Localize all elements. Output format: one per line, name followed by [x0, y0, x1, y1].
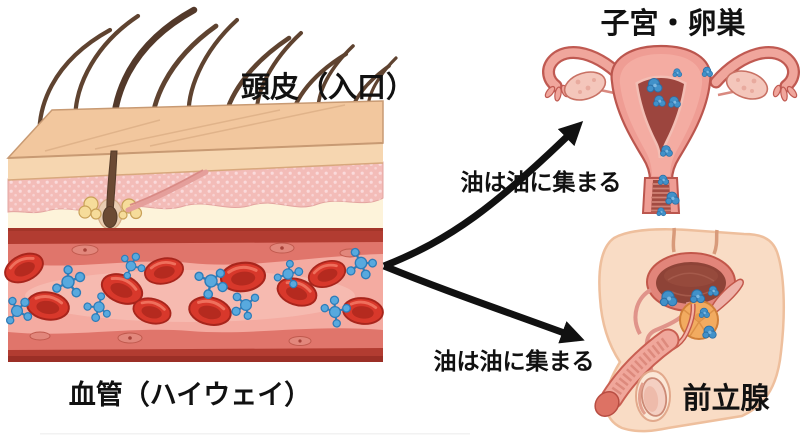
arrow-upper-label: 油は油に集まる	[461, 169, 622, 195]
fimbriae-right	[772, 84, 798, 102]
uterus-illustration	[542, 44, 800, 217]
vessel-outer-wall-bottom-edge	[8, 356, 383, 362]
scalp-label: 頭皮（入口）	[241, 71, 415, 104]
penis	[594, 328, 680, 417]
uterus-label: 子宮・卵巣	[600, 7, 745, 40]
hair-follicle	[78, 150, 209, 230]
ovary-right	[717, 70, 769, 100]
arrow-to-prostate	[382, 262, 585, 344]
vas-deferens-loop	[633, 288, 653, 335]
skin-surface-lines	[44, 104, 346, 152]
arrector-pili-muscle	[125, 169, 209, 213]
oil-deposit	[701, 66, 713, 77]
arrow-lower-label: 油は油に集まる	[434, 348, 595, 374]
vessel-outer-wall-top-edge	[8, 228, 383, 231]
ureters	[671, 227, 719, 255]
prostate-illustration	[594, 227, 786, 433]
epidermis-layer	[8, 143, 383, 180]
sebaceous-gland	[78, 196, 143, 220]
dermis-texture	[8, 162, 383, 213]
skin-front-edge-line	[7, 142, 384, 159]
glans	[594, 391, 620, 417]
testicle	[635, 370, 671, 422]
prostate-label: 前立腺	[682, 381, 770, 415]
ovary-left	[563, 71, 625, 101]
epididymis	[638, 382, 647, 415]
blood-vessel-illustration	[0, 228, 386, 362]
bottom-faint-line	[40, 433, 470, 435]
scalp-illustration	[6, 6, 398, 230]
vessel-label: 血管（ハイウェイ）	[69, 380, 311, 410]
fallopian-tube-right	[709, 46, 800, 102]
epidermis-boundary-line	[7, 162, 384, 181]
endothelial-cells	[29, 242, 361, 346]
arrow-to-uterus	[382, 121, 584, 270]
